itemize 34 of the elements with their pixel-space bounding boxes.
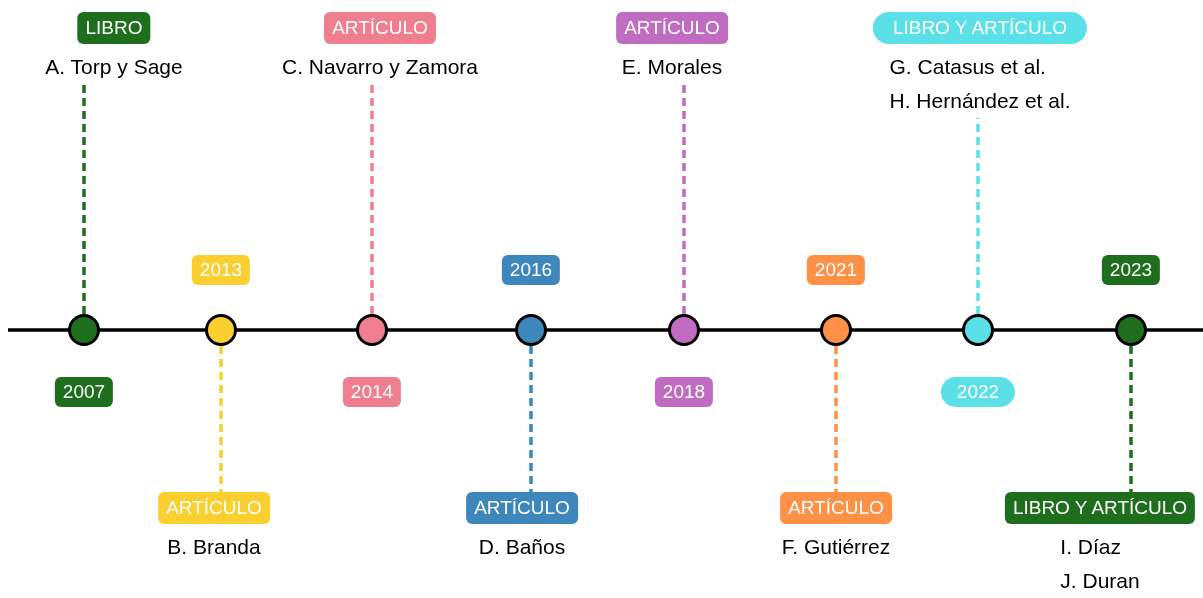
author-name: H. Hernández et al. xyxy=(889,88,1071,114)
dashed-connector xyxy=(370,84,374,314)
author-name: B. Branda xyxy=(167,534,261,560)
author-name: D. Baños xyxy=(478,534,566,560)
year-badge: 2018 xyxy=(654,377,714,407)
author-name: G. Catasus et al. xyxy=(889,54,1046,80)
year-badge: 2013 xyxy=(191,255,251,285)
type-badge: LIBRO xyxy=(77,12,151,44)
author-name: A. Torp y Sage xyxy=(45,54,183,80)
dashed-connector xyxy=(834,346,838,492)
type-badge: ARTÍCULO xyxy=(780,492,892,524)
type-badge: LIBRO Y ARTÍCULO xyxy=(872,12,1088,44)
author-name: I. Díaz xyxy=(1060,534,1121,560)
year-badge: 2014 xyxy=(342,377,402,407)
type-badge: LIBRO Y ARTÍCULO xyxy=(1004,492,1196,524)
type-badge: ARTÍCULO xyxy=(158,492,270,524)
author-name: E. Morales xyxy=(621,54,723,80)
year-badge: 2022 xyxy=(940,377,1016,407)
year-badge: 2007 xyxy=(54,377,114,407)
dashed-connector xyxy=(682,84,686,314)
type-badge: ARTÍCULO xyxy=(466,492,578,524)
year-badge: 2023 xyxy=(1101,255,1161,285)
author-name: J. Duran xyxy=(1060,568,1140,594)
dashed-connector xyxy=(529,346,533,492)
year-badge: 2021 xyxy=(806,255,866,285)
dashed-connector xyxy=(1129,346,1133,492)
type-badge: ARTÍCULO xyxy=(324,12,436,44)
author-name: F. Gutiérrez xyxy=(781,534,891,560)
dashed-connector xyxy=(976,118,980,314)
type-badge: ARTÍCULO xyxy=(616,12,728,44)
dashed-connector xyxy=(219,346,223,492)
dashed-connector xyxy=(82,84,86,314)
year-badge: 2016 xyxy=(501,255,561,285)
author-name: C. Navarro y Zamora xyxy=(282,54,478,80)
